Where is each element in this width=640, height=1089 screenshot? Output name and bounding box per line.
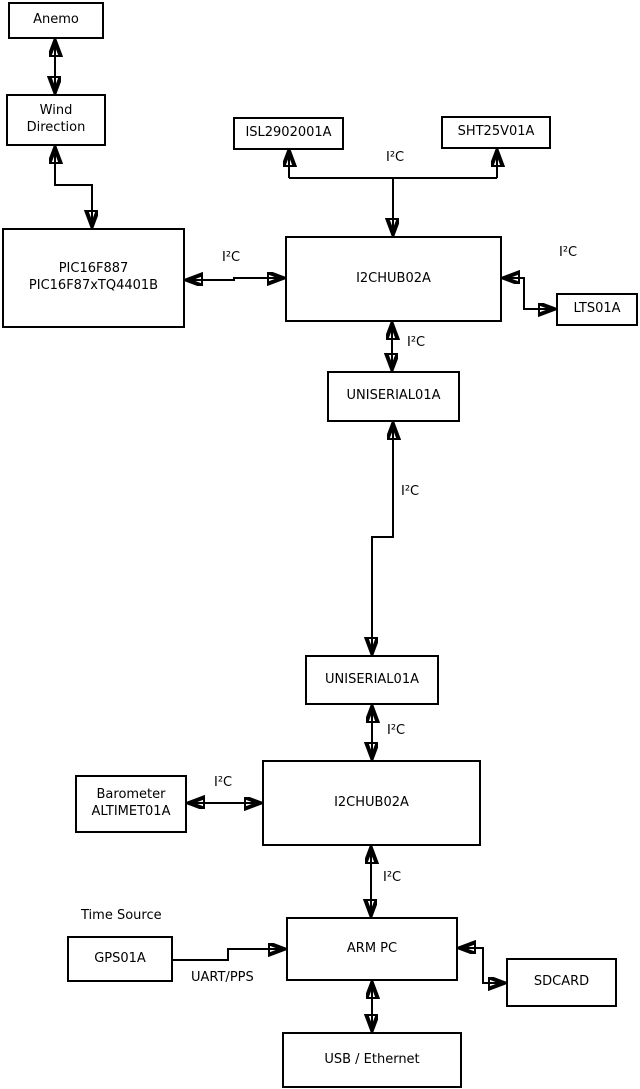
edge-label-i2c-pic-hub: I²C — [222, 250, 241, 265]
node-pic16f887-label: PIC16F887 PIC16F87xTQ4401B — [28, 261, 159, 293]
node-sht25v01a-label: SHT25V01A — [457, 124, 535, 140]
edge-label-uart-pps: UART/PPS — [191, 970, 254, 985]
node-usb-ethernet: USB / Ethernet — [282, 1032, 462, 1088]
node-anemo: Anemo — [8, 2, 104, 39]
node-gps01a: GPS01A — [67, 936, 173, 982]
node-barometer-altimet01a: Barometer ALTIMET01A — [75, 775, 187, 833]
node-barometer-altimet01a-label: Barometer ALTIMET01A — [91, 787, 171, 819]
edge-label-i2c-barometer-hub2: I²C — [214, 775, 233, 790]
node-sht25v01a: SHT25V01A — [441, 116, 551, 149]
connector-uniserial1-uniserial2 — [372, 424, 393, 653]
node-i2chub02a-bottom-label: I2CHUB02A — [334, 794, 409, 810]
edge-label-i2c-uniserial-hub2: I²C — [387, 723, 406, 738]
node-uniserial01a-bottom: UNISERIAL01A — [305, 655, 439, 705]
node-i2chub02a-top: I2CHUB02A — [285, 236, 502, 322]
node-pic16f887: PIC16F887 PIC16F87xTQ4401B — [2, 228, 185, 328]
node-isl2902001a: ISL2902001A — [233, 117, 344, 150]
node-lts01a-label: LTS01A — [573, 301, 621, 317]
node-uniserial01a-top-label: UNISERIAL01A — [346, 388, 441, 404]
edge-label-i2c-hub-lts: I²C — [559, 245, 578, 260]
connector-gps-armpc — [173, 949, 284, 961]
edge-label-i2c-sensor-bus: I²C — [386, 150, 405, 165]
connector-winddirection-pic — [55, 148, 92, 226]
connector-armpc-sdcard — [460, 948, 504, 983]
edge-label-i2c-hub-uniserial: I²C — [407, 335, 426, 350]
node-sdcard-label: SDCARD — [533, 974, 590, 990]
node-lts01a: LTS01A — [556, 293, 638, 326]
connector-hub1-lts — [504, 278, 554, 309]
node-uniserial01a-top: UNISERIAL01A — [327, 371, 460, 422]
edge-label-i2c-serial-link: I²C — [401, 484, 420, 499]
node-wind-direction-label: Wind Direction — [26, 103, 86, 135]
node-arm-pc-label: ARM PC — [346, 940, 398, 956]
node-arm-pc: ARM PC — [286, 917, 458, 981]
node-isl2902001a-label: ISL2902001A — [245, 125, 332, 141]
label-time-source: Time Source — [81, 908, 162, 923]
node-usb-ethernet-label: USB / Ethernet — [324, 1051, 420, 1067]
node-i2chub02a-top-label: I2CHUB02A — [356, 270, 431, 286]
node-wind-direction: Wind Direction — [6, 94, 106, 146]
node-sdcard: SDCARD — [506, 958, 617, 1007]
node-gps01a-label: GPS01A — [94, 950, 146, 966]
connector-pic-hub1 — [187, 278, 283, 280]
edge-label-i2c-hub2-arm: I²C — [383, 870, 402, 885]
node-i2chub02a-bottom: I2CHUB02A — [262, 760, 481, 846]
node-uniserial01a-bottom-label: UNISERIAL01A — [325, 671, 419, 687]
node-anemo-label: Anemo — [33, 12, 79, 28]
